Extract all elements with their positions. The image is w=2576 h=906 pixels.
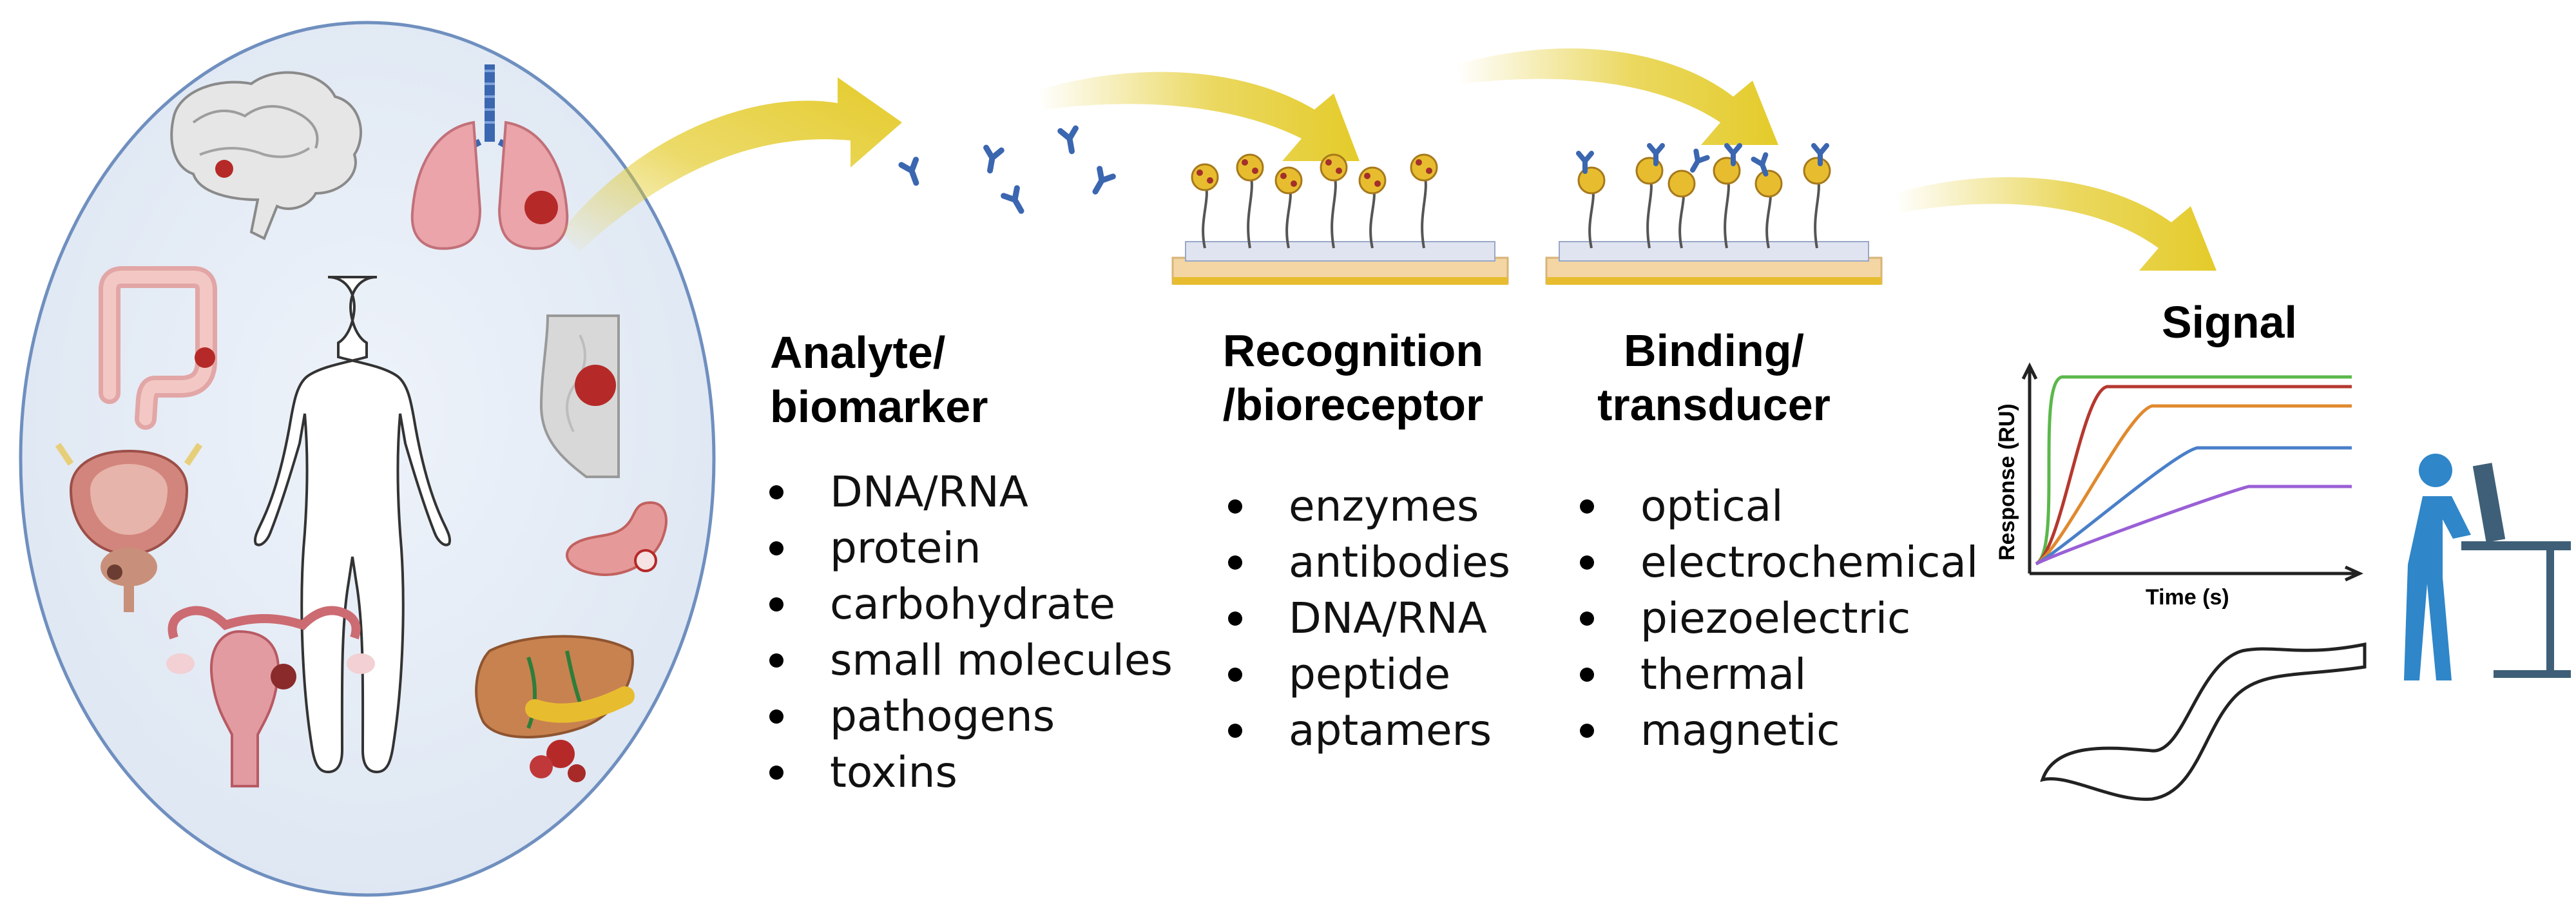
stomach-icon <box>566 501 668 576</box>
analyte-heading: Analyte/ biomarker <box>770 327 988 432</box>
arrow-organs-to-analyte <box>561 77 902 251</box>
bladder-prostate-icon <box>55 443 203 612</box>
antibody-icon <box>898 157 919 186</box>
tumor-icon <box>271 664 296 689</box>
binding-heading: Binding/ transducer <box>1597 325 1831 430</box>
list-item: protein <box>764 520 1173 576</box>
sensorgram-y-label: Response (RU) <box>1995 403 2019 561</box>
analyte-list: DNA/RNA protein carbohydrate small molec… <box>764 464 1173 800</box>
arrow-recognition-to-binding <box>1456 48 1778 146</box>
antibody-icon <box>1576 151 1594 174</box>
sensorgram-curve <box>2035 404 2352 566</box>
antibody-icon <box>1057 125 1079 155</box>
signal-sensorgram: Response (RU) Time (s) <box>1995 362 2364 610</box>
antibody-icon <box>983 144 1004 174</box>
tumor-icon <box>546 740 575 768</box>
tumor-icon <box>524 191 558 224</box>
arrow-analyte-to-recognition <box>1037 72 1360 162</box>
analyte-antibodies <box>898 125 1116 214</box>
binding-list: optical electrochemical piezoelectric th… <box>1575 478 1978 758</box>
tumor-icon <box>575 365 616 406</box>
brain-icon <box>170 71 362 240</box>
human-body-outline-icon <box>254 276 451 774</box>
list-item: enzymes <box>1223 478 1510 534</box>
list-item: DNA/RNA <box>1223 590 1510 646</box>
person-at-computer-icon <box>2404 454 2571 680</box>
signal-heading: Signal <box>2161 297 2298 347</box>
sensorgram-curves <box>2035 375 2352 566</box>
antibody-icon <box>1647 143 1665 166</box>
uterus-icon <box>166 606 375 787</box>
list-item: carbohydrate <box>764 576 1173 632</box>
tumor-icon <box>215 160 233 178</box>
arrow-binding-to-signal <box>1894 177 2216 271</box>
lungs-icon <box>410 64 569 250</box>
colon-icon <box>99 266 217 430</box>
sensorgram-curve <box>2035 385 2352 566</box>
list-item: thermal <box>1575 646 1978 702</box>
antibody-icon <box>1724 143 1742 166</box>
sensorgram-x-label: Time (s) <box>2146 585 2229 610</box>
recognition-list: enzymes antibodies DNA/RNA peptide aptam… <box>1223 478 1510 758</box>
list-item: toxins <box>764 744 1173 800</box>
organ-panel <box>19 21 716 897</box>
list-item: electrochemical <box>1575 534 1978 590</box>
sensorgram-curve <box>2035 485 2352 566</box>
list-item: antibodies <box>1223 534 1510 590</box>
recognition-sensor-surface <box>1171 153 1509 285</box>
tumor-icon <box>195 347 215 368</box>
liver-pancreas-icon <box>475 635 635 782</box>
signal-voltammogram <box>2040 642 2367 801</box>
list-item: small molecules <box>764 632 1173 688</box>
recognition-heading: Recognition /bioreceptor <box>1222 325 1484 430</box>
list-item: optical <box>1575 478 1978 534</box>
tumor-icon <box>107 564 122 580</box>
antibody-icon <box>1001 185 1024 214</box>
antibody-icon <box>1811 143 1829 166</box>
sensorgram-curve <box>2035 375 2352 566</box>
list-item: pathogens <box>764 688 1173 744</box>
antibody-icon <box>1092 166 1116 195</box>
binding-sensor-surface <box>1545 143 1883 285</box>
tumor-icon <box>634 549 657 572</box>
sensorgram-curve <box>2035 446 2352 566</box>
list-item: peptide <box>1223 646 1510 702</box>
nanoparticle-icon <box>1191 153 1438 195</box>
breast-icon <box>539 314 620 478</box>
list-item: magnetic <box>1575 702 1978 758</box>
list-item: aptamers <box>1223 702 1510 758</box>
sensorgram-axes <box>2021 362 2364 582</box>
antibody-icon <box>1690 148 1710 173</box>
list-item: piezoelectric <box>1575 590 1978 646</box>
list-item: DNA/RNA <box>764 464 1173 520</box>
antibody-icon <box>1751 152 1769 177</box>
